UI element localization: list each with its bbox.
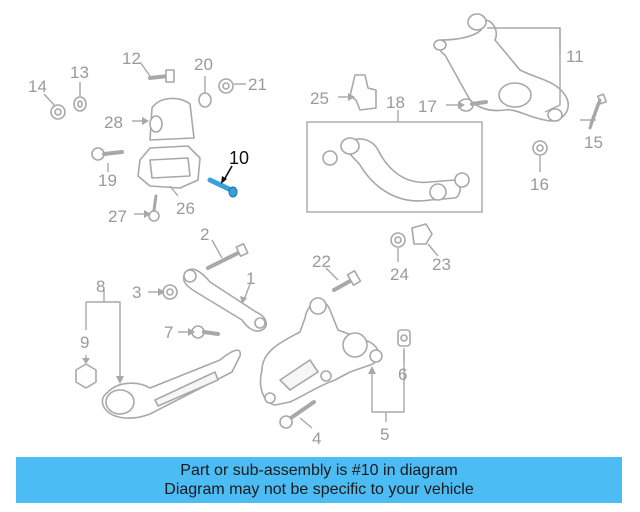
callout-4: 4	[312, 429, 321, 448]
callout-21: 21	[248, 75, 267, 94]
callout-15: 15	[584, 133, 603, 152]
callout-25: 25	[310, 89, 329, 108]
part-28-mount	[132, 97, 195, 141]
callout-10: 10	[229, 148, 249, 168]
part-19-bolt	[91, 147, 124, 172]
part-23-bracket	[411, 223, 439, 257]
callout-18: 18	[386, 93, 405, 112]
parts-diagram: 11 15 16 17 18 25 12 13 14 20 21 28 19 2…	[28, 13, 607, 448]
callout-23: 23	[432, 255, 451, 274]
part-27-bolt	[134, 194, 160, 222]
part-24-nut	[390, 232, 406, 262]
callout-12: 12	[122, 49, 141, 68]
callout-20: 20	[194, 55, 213, 74]
part-17-bolt	[446, 98, 488, 112]
callout-5: 5	[380, 425, 389, 444]
callout-17: 17	[418, 97, 437, 116]
callout-13: 13	[70, 63, 89, 82]
banner-line-1: Part or sub-assembly is #10 in diagram	[180, 462, 458, 479]
callout-2: 2	[200, 225, 209, 244]
part-13-washer	[73, 82, 87, 112]
callout-8: 8	[96, 277, 105, 296]
part-10-bolt-highlighted	[207, 165, 238, 198]
part-18-assembly	[306, 110, 483, 213]
callout-22: 22	[312, 252, 331, 271]
part-4-bolt	[279, 400, 316, 429]
part-25-bracket	[338, 74, 377, 111]
callout-9: 9	[80, 333, 89, 352]
part-21-nut	[218, 78, 246, 94]
callout-6: 6	[398, 365, 407, 384]
callout-3: 3	[132, 283, 141, 302]
part-12-bolt	[139, 61, 175, 83]
part-2-bolt	[206, 239, 249, 270]
part-15-bolt	[580, 93, 607, 130]
banner-line-2: Diagram may not be specific to your vehi…	[164, 481, 474, 498]
part-3-nut	[148, 284, 178, 300]
part-16-nut	[532, 140, 548, 172]
info-banner: Part or sub-assembly is #10 in diagram D…	[16, 457, 622, 503]
part-9-cap	[75, 355, 97, 389]
callout-28: 28	[104, 113, 123, 132]
callout-11: 11	[566, 47, 584, 66]
part-6-bushing	[397, 329, 411, 362]
part-20-washer	[198, 76, 212, 108]
callout-27: 27	[108, 207, 127, 226]
part-5-leads	[368, 350, 405, 422]
callout-19: 19	[98, 171, 117, 190]
part-14-nut	[43, 93, 66, 120]
part-22-bolt	[325, 267, 362, 292]
callout-26: 26	[176, 199, 195, 218]
knuckle-assembly	[259, 297, 383, 406]
callout-1: 1	[246, 269, 255, 288]
callout-7: 7	[164, 323, 173, 342]
callout-14: 14	[28, 77, 47, 96]
callout-24: 24	[390, 265, 409, 284]
part-8-trailing-arm	[85, 290, 242, 419]
callout-16: 16	[530, 175, 549, 194]
part-26-mount	[137, 145, 201, 197]
part-1-link	[182, 268, 268, 332]
part-7-bolt	[178, 325, 220, 339]
